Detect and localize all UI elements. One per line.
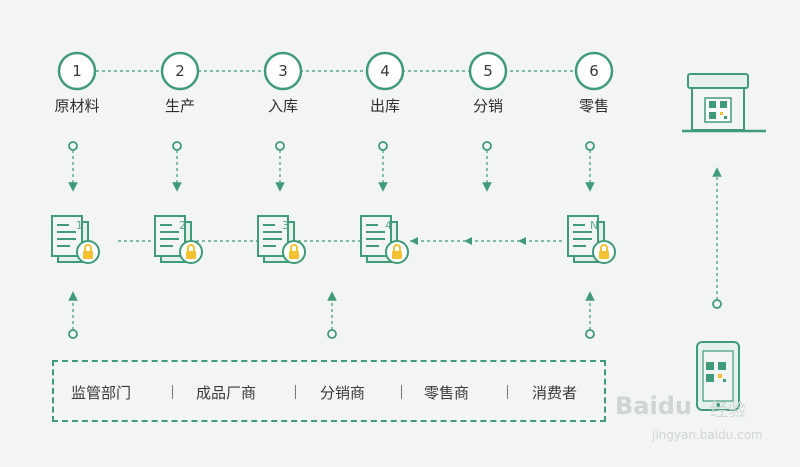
step-2: 2 生产 [160,51,200,115]
roles-box [52,360,606,422]
flow-chevron [518,237,526,245]
step-label: 生产 [165,97,195,115]
watermark-brand: Baidu [615,392,692,420]
role-separator [172,385,173,399]
doc-number: 3 [282,219,289,232]
step-6: 6 零售 [574,51,614,115]
doc-number: 1 [76,219,83,232]
role-regulator: 监管部门 [71,384,132,402]
step-label: 入库 [268,97,298,115]
document-lock-icon: 1 [51,215,100,264]
step-number: 6 [589,62,599,80]
document-lock-icon: 3 [257,215,306,264]
step-number: 2 [175,62,185,80]
watermark-brand-cn: 经验 [710,400,746,421]
document-lock-icon: 2 [154,215,203,264]
role-separator [507,385,508,399]
flow-chevron [410,237,418,245]
role-manufacturer: 成品厂商 [196,384,257,402]
step-label: 出库 [370,97,400,115]
qr-box-icon [682,73,766,133]
step-down-arrows [68,141,595,192]
step-5: 5 分销 [468,51,508,115]
doc-number: N [590,219,598,232]
role-separator [401,385,402,399]
flow-chevron [464,237,472,245]
step-3: 3 入库 [263,51,303,115]
phone-qr-icon [696,341,740,411]
role-distributor: 分销商 [320,384,366,402]
document-lock-icon: 4 [360,215,409,264]
watermark-url: jingyan.baidu.com [652,428,763,442]
step-number: 4 [380,62,390,80]
consumer-scan-arrow [712,167,722,309]
step-1: 1 原材料 [54,51,100,115]
step-label: 分销 [473,97,503,115]
step-4: 4 出库 [365,51,405,115]
step-label: 零售 [579,97,609,115]
document-lock-icon: N [567,215,616,264]
step-number: 1 [72,62,82,80]
step-number: 5 [483,62,493,80]
role-up-arrows [68,291,595,339]
step-number: 3 [278,62,288,80]
doc-number: 4 [385,219,392,232]
role-separator [295,385,296,399]
step-label: 原材料 [54,97,99,115]
doc-number: 2 [179,219,186,232]
role-retailer: 零售商 [424,384,470,402]
role-consumer: 消费者 [532,384,578,402]
